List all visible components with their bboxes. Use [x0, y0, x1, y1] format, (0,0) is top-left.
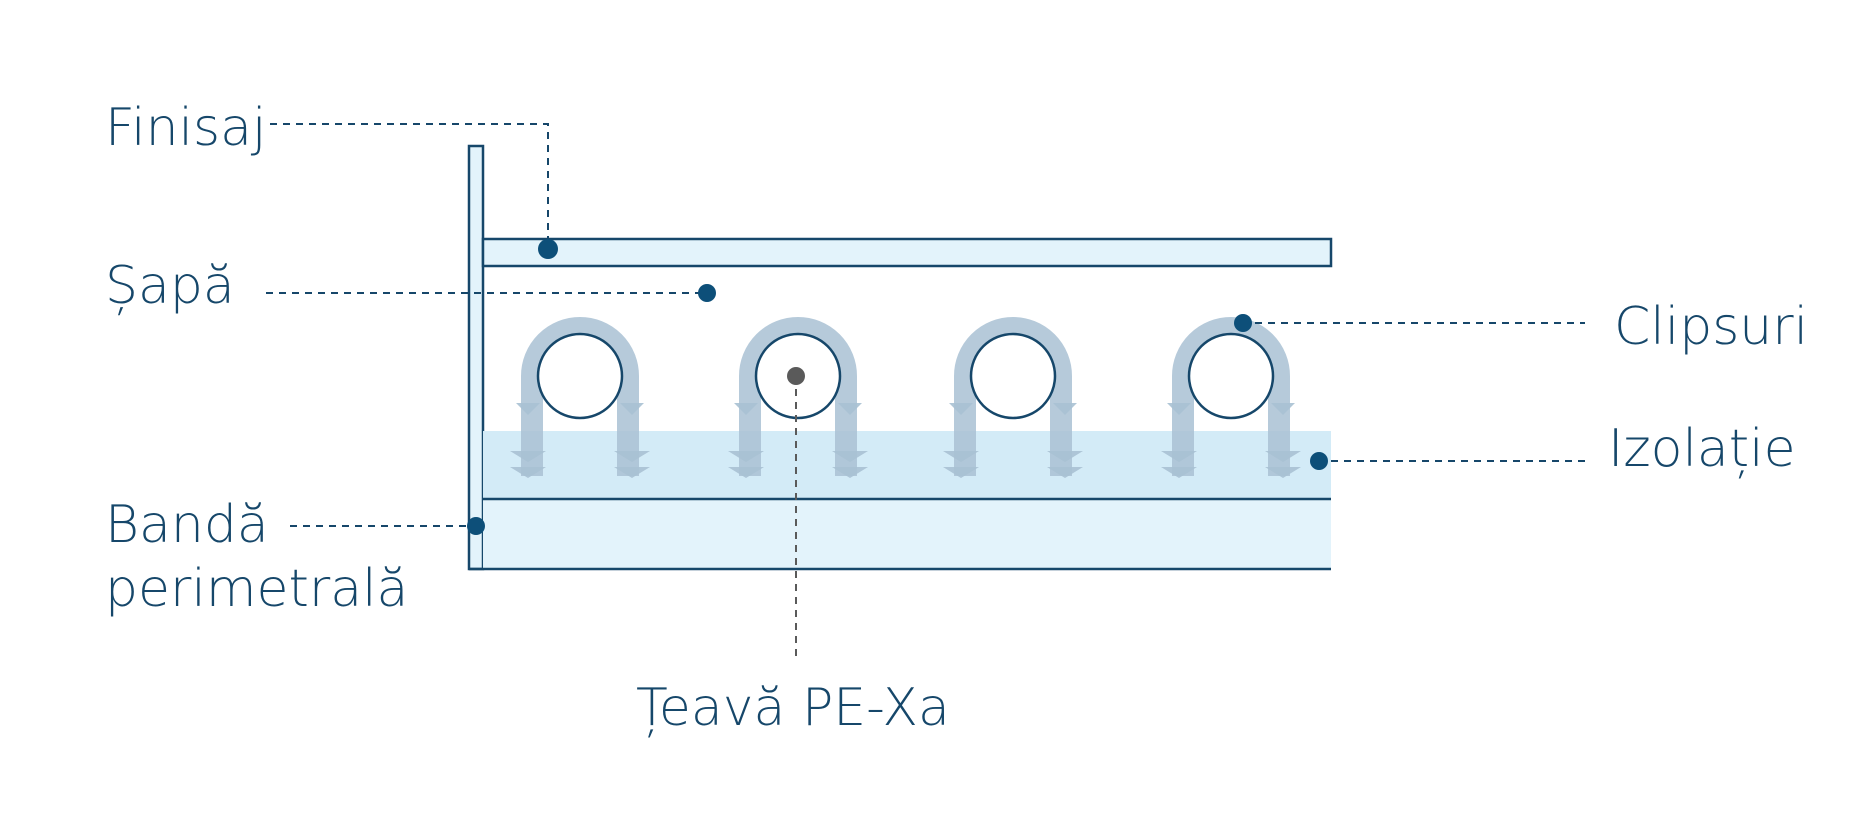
pe-xa-pipe	[1187, 332, 1275, 420]
finisaj-leader-line	[270, 123, 549, 248]
label-teava: Țeavă PE-Xa	[636, 678, 950, 738]
pe-xa-pipe	[969, 332, 1057, 420]
clipsuri-dot	[1234, 314, 1252, 332]
perimeter-band	[467, 144, 485, 571]
pe-xa-pipe	[536, 332, 624, 420]
pipe-clip-group	[510, 317, 1301, 478]
clip-arch	[739, 317, 857, 476]
banda-dot	[467, 517, 485, 535]
clip-arch	[521, 317, 639, 476]
teava-dot	[787, 367, 805, 385]
finisaj-dot	[538, 239, 558, 259]
clip-arch	[954, 317, 1072, 476]
finish-layer	[481, 237, 1333, 268]
label-finisaj: Finisaj	[105, 98, 266, 158]
base-layer	[483, 499, 1331, 569]
sapa-dot	[698, 284, 716, 302]
pipe-unit	[510, 317, 650, 478]
pipe-unit	[943, 317, 1083, 478]
label-banda-line1: Bandă	[105, 495, 269, 555]
pipe-unit	[1161, 317, 1301, 478]
izolatie-dot	[1310, 452, 1328, 470]
label-sapa: Șapă	[105, 256, 235, 316]
label-banda-line2: perimetrală	[105, 559, 408, 619]
clip-arch	[1172, 317, 1290, 476]
insulation-layer	[483, 431, 1331, 499]
label-clipsuri: Clipsuri	[1614, 297, 1808, 357]
label-izolatie: Izolație	[1608, 419, 1796, 479]
